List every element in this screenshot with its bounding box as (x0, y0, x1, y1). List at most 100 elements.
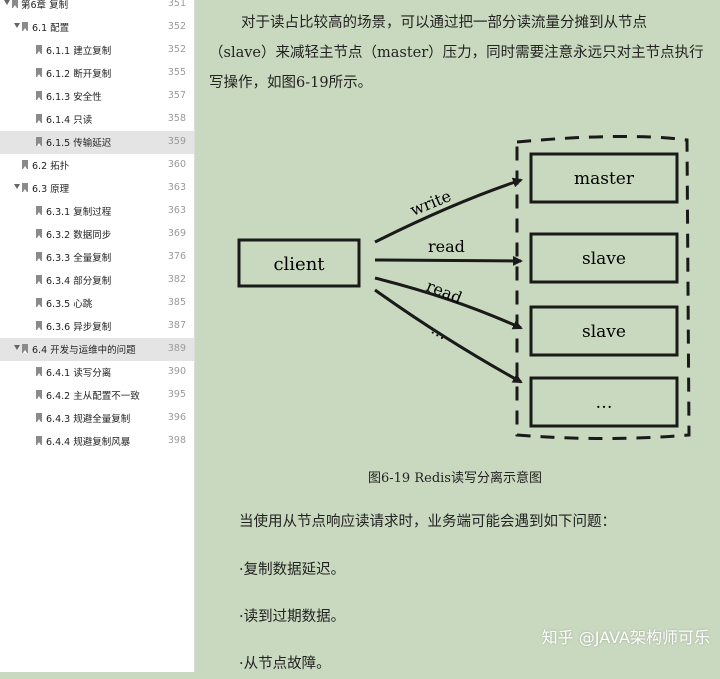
toc-item-label: 6.3.4 部分复制 (46, 276, 112, 287)
toc-item-label: 6.3.3 全量复制 (46, 253, 112, 264)
toc-item-label: 6.1.3 安全性 (46, 92, 102, 103)
toc-item[interactable]: 6.4.1 读写分离 390 (0, 361, 194, 384)
toc-item[interactable]: 6.1 配置 352 (0, 16, 194, 39)
toc-item-page: 363 (167, 182, 186, 193)
slave-label-1: slave (582, 249, 626, 269)
slave-box-2 (529, 305, 679, 357)
toc-item[interactable]: 6.3.1 复制过程 363 (0, 200, 194, 223)
bookmark-icon (36, 206, 42, 215)
toc-item-label: 6.3.2 数据同步 (46, 230, 112, 241)
master-box (529, 152, 679, 204)
master-label: master (574, 169, 635, 189)
toc-item-label: 6.1.1 建立复制 (46, 46, 112, 57)
slave-box-1 (529, 232, 679, 284)
bookmark-icon (22, 160, 28, 169)
client-box (237, 238, 361, 288)
read-write-split-diagram: client master slave slave … write read r… (237, 134, 691, 440)
toc-item-label: 6.3.1 复制过程 (46, 207, 112, 218)
after-text: 当使用从节点响应读请求时，业务端可能会遇到如下问题： (239, 514, 616, 530)
write-arrow (374, 177, 523, 244)
bookmark-icon (12, 0, 18, 8)
expand-toggle-icon[interactable] (4, 0, 10, 5)
bookmark-icon (22, 183, 28, 192)
expand-toggle-icon[interactable] (14, 345, 20, 350)
toc-item[interactable]: 6.3.4 部分复制 382 (0, 269, 194, 292)
bookmark-icon (36, 390, 42, 399)
toc-item-label: 6.1 配置 (32, 23, 70, 34)
toc-item[interactable]: 6.1.3 安全性 357 (0, 85, 194, 108)
toc-item-page: 390 (167, 366, 186, 377)
toc-item-page: 360 (167, 159, 186, 170)
slave-group-outline (515, 134, 691, 440)
figure-caption: 图6-19 Redis读写分离示意图 (368, 471, 542, 486)
toc-item-label: 6.4.3 规避全量复制 (46, 414, 131, 425)
toc-item-label: 6.3.6 异步复制 (46, 322, 112, 333)
expand-toggle-icon[interactable] (14, 184, 20, 189)
intro-line-3: 写操作，如图6-19所示。 (209, 75, 373, 91)
toc-item[interactable]: 6.1.4 只读 358 (0, 108, 194, 131)
toc-item[interactable]: 6.2 拓扑 360 (0, 154, 194, 177)
bookmark-icon (36, 436, 42, 445)
read-arrow-2 (374, 276, 523, 330)
read-arrow-1 (374, 255, 523, 266)
expand-toggle-icon[interactable] (14, 23, 20, 28)
toc-item-label: 6.4.1 读写分离 (46, 368, 112, 379)
toc-item-label: 6.1.5 传输延迟 (46, 138, 112, 149)
toc-item[interactable]: 6.3.5 心跳 385 (0, 292, 194, 315)
toc-item-label: 6.4.2 主从配置不一致 (46, 391, 140, 402)
toc-item-page: 357 (167, 90, 186, 101)
bookmark-icon (22, 22, 28, 31)
zhihu-watermark: 知乎 @JAVA架构师可乐 (541, 628, 710, 647)
toc-item[interactable]: 6.4.4 规避复制风暴 398 (0, 430, 194, 453)
toc-item-label: 6.3 原理 (32, 184, 70, 195)
toc-item[interactable]: 6.3.3 全量复制 376 (0, 246, 194, 269)
toc-item-label: 6.1.2 断开复制 (46, 69, 112, 80)
issue-3: ·从节点故障。 (239, 656, 331, 672)
bookmark-icon (36, 45, 42, 54)
issue-1: ·复制数据延迟。 (239, 562, 346, 578)
intro-line-2: （slave）来减轻主节点（master）压力，同时需要注意永远只对主节点执行 (209, 45, 704, 61)
read-label-1: read (428, 237, 465, 256)
toc-item-page: 398 (167, 435, 186, 446)
toc-item-label: 6.1.4 只读 (46, 115, 93, 126)
issue-2: ·读到过期数据。 (239, 609, 346, 625)
toc-item-page: 355 (167, 67, 186, 78)
bookmark-icon (36, 114, 42, 123)
toc-item-page: 387 (167, 320, 186, 331)
toc-item-page: 352 (167, 21, 186, 32)
intro-line-1: 对于读占比较高的场景，可以通过把一部分读流量分摊到从节点 (241, 15, 647, 31)
toc-item-page: 376 (167, 251, 186, 262)
toc-item-page: 358 (167, 113, 186, 124)
bookmark-icon (36, 68, 42, 77)
toc-item-label: 6.2 拓扑 (32, 161, 70, 172)
bookmark-icon (36, 229, 42, 238)
toc-item-label: 6.3.5 心跳 (46, 299, 93, 310)
bookmark-icon (36, 252, 42, 261)
bookmark-icon (36, 91, 42, 100)
bookmark-icon (36, 275, 42, 284)
toc-item-page: 385 (167, 297, 186, 308)
toc-item-page: 363 (167, 205, 186, 216)
toc-item[interactable]: 6.1.2 断开复制 355 (0, 62, 194, 85)
slave-label-2: slave (582, 322, 626, 342)
slave-box-3 (529, 376, 679, 428)
slave-label-3: … (596, 393, 613, 413)
bookmark-icon (36, 321, 42, 330)
client-label: client (273, 254, 325, 275)
bookmark-icon (36, 413, 42, 422)
bookmark-icon (36, 137, 42, 146)
toc-item[interactable]: 6.3.6 异步复制 387 (0, 315, 194, 338)
toc-item-page: 382 (167, 274, 186, 285)
toc-item[interactable]: 6.3 原理 363 (0, 177, 194, 200)
toc-item-page: 351 (167, 0, 186, 9)
toc-item-label: 6.4 开发与运维中的问题 (32, 345, 136, 356)
toc-item-label: 6.4.4 规避复制风暴 (46, 437, 131, 448)
